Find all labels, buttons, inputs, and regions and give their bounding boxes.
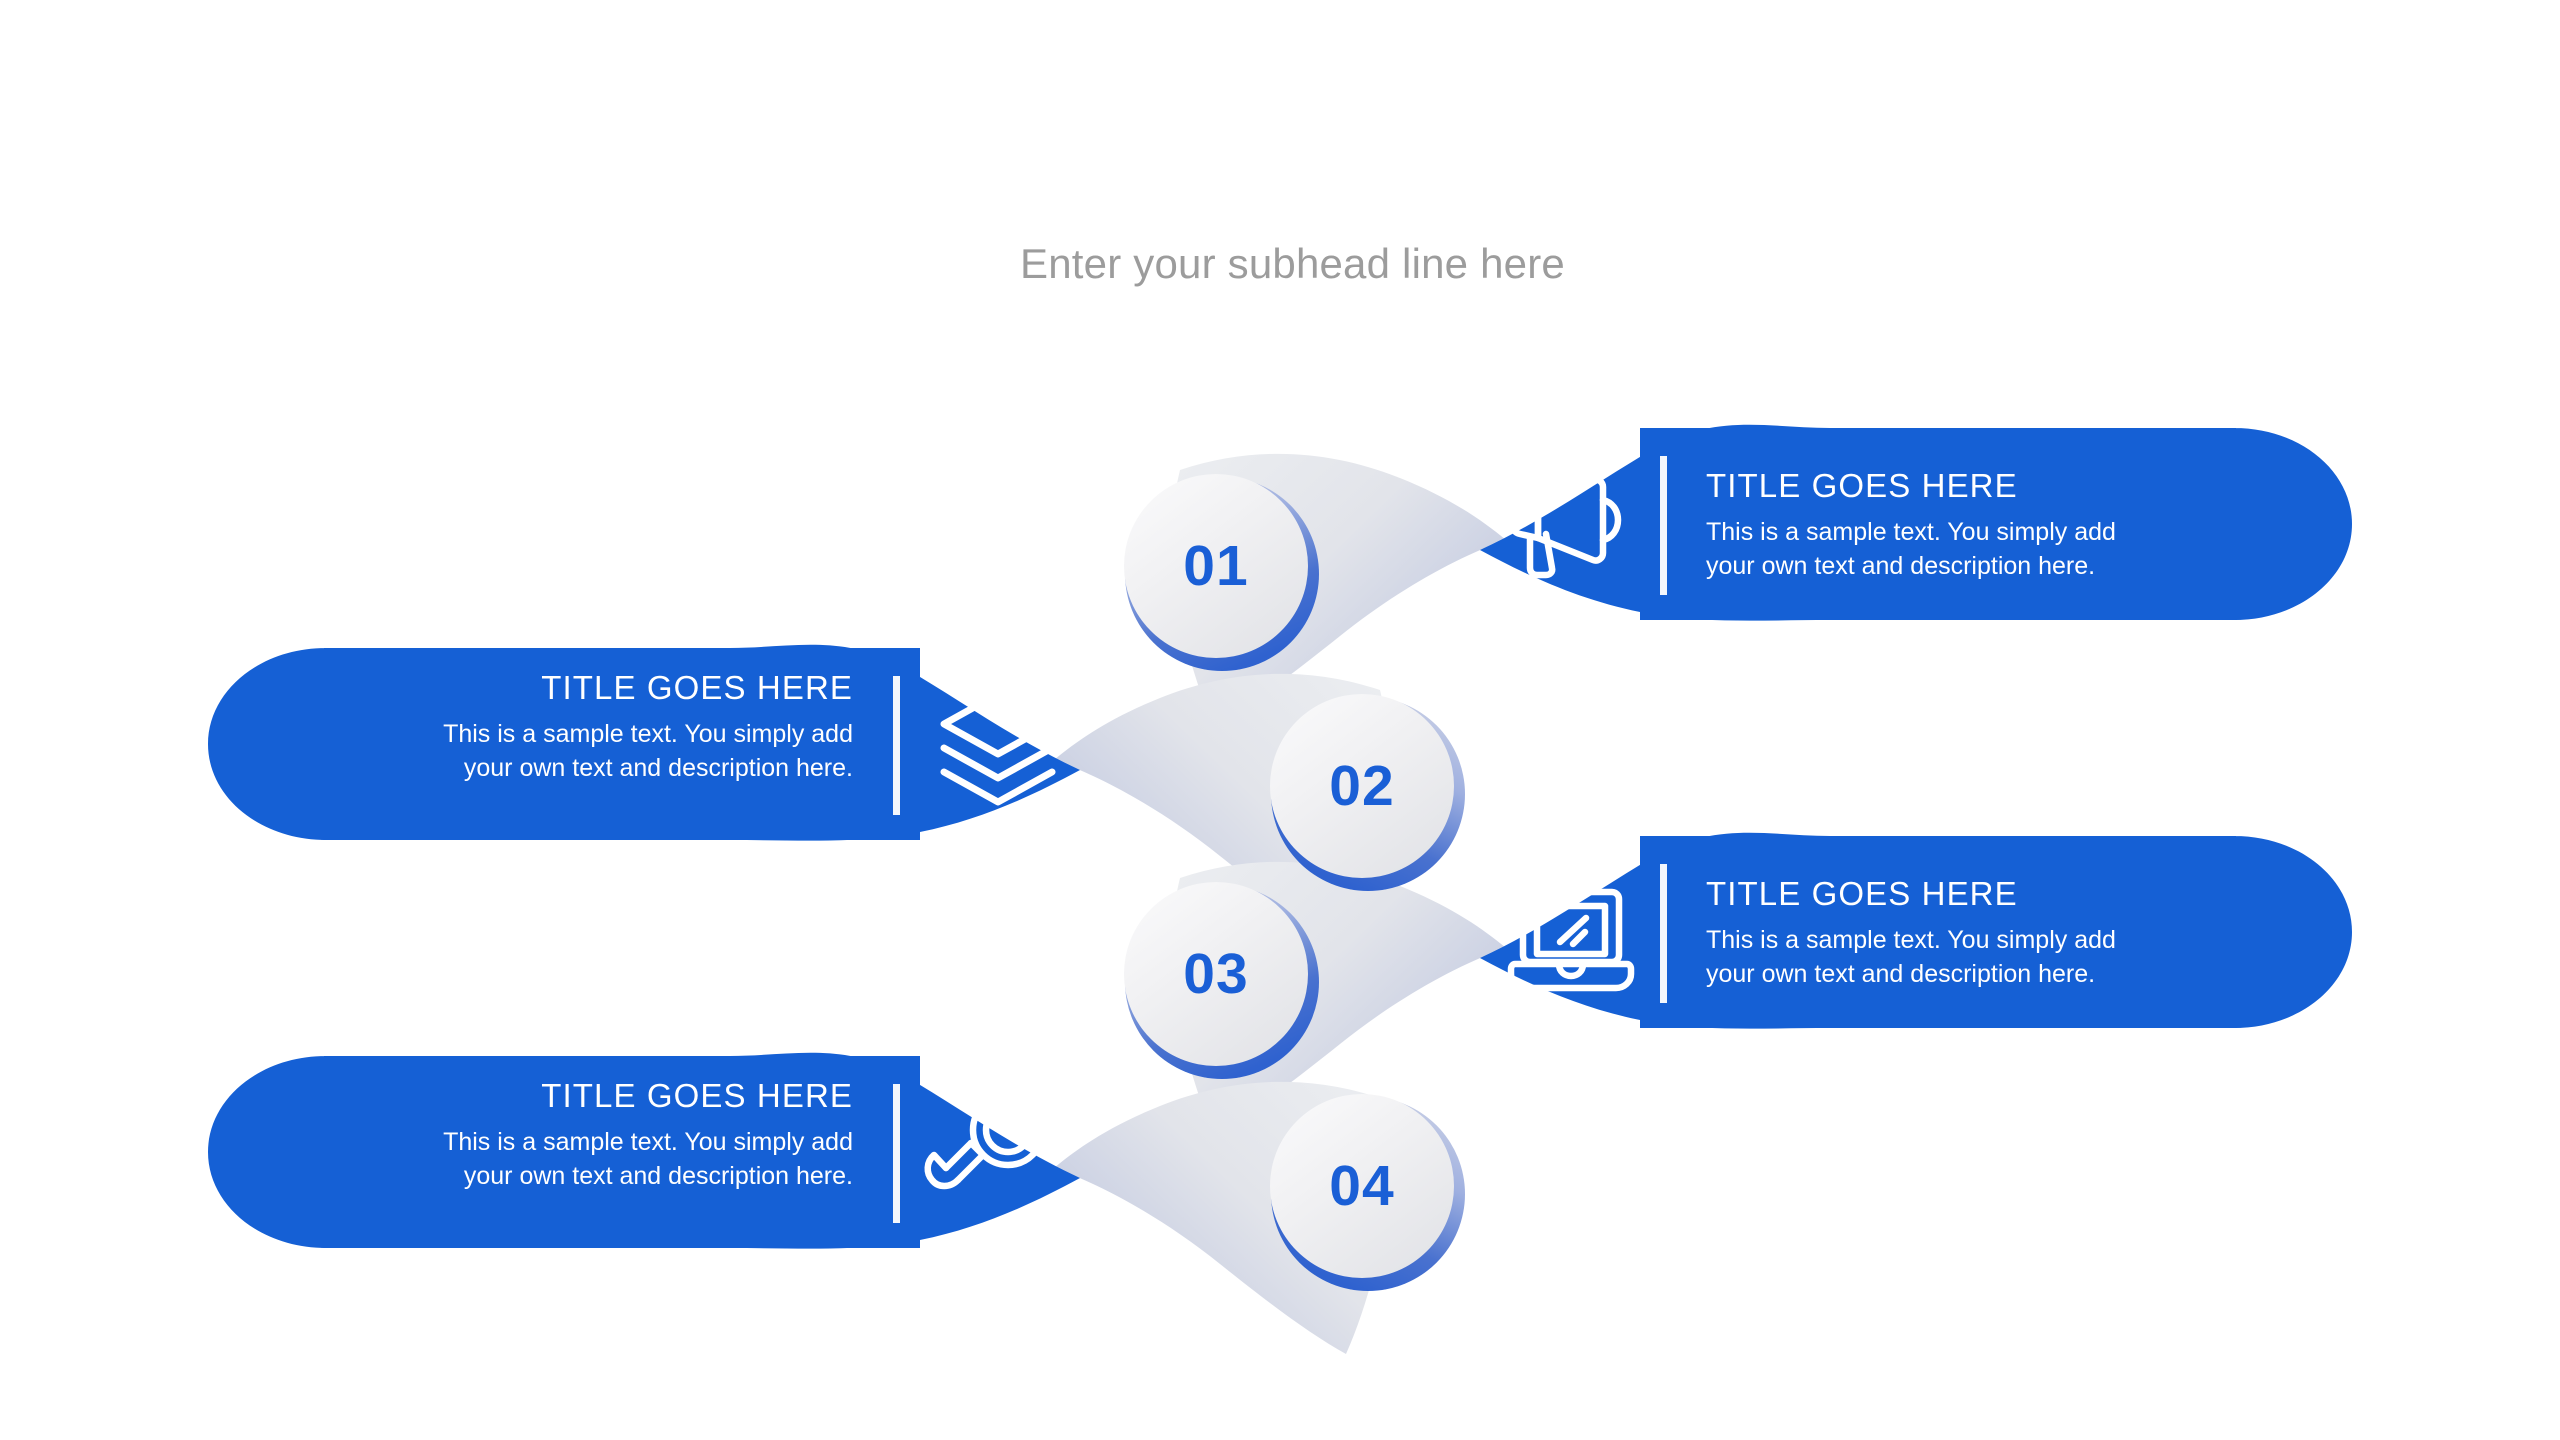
step-01-description: This is a sample text. You simply add yo… (1706, 518, 2116, 581)
step-04-description: This is a sample text. You simply add yo… (443, 1128, 853, 1191)
magnifier-icon (924, 1091, 1047, 1190)
step-number-04: 04 (1329, 1154, 1395, 1218)
step-02-title: TITLE GOES HERE (541, 669, 853, 706)
subhead-line: Enter your subhead line here (1020, 240, 1565, 287)
step-04-text-block: TITLE GOES HERE This is a sample text. Y… (368, 1077, 853, 1193)
step-03-text-block: TITLE GOES HERE This is a sample text. Y… (1706, 875, 2206, 991)
step-04-divider (893, 1084, 900, 1223)
step-01-panel-cap (2234, 428, 2352, 620)
step-01-divider (1660, 456, 1667, 595)
step-number-03: 03 (1183, 942, 1249, 1006)
step-03-divider (1660, 864, 1667, 1003)
step-01-text-block: TITLE GOES HERE This is a sample text. Y… (1706, 467, 2206, 583)
step-03-panel-cap (2234, 836, 2352, 1028)
step-01-title: TITLE GOES HERE (1706, 467, 2018, 504)
step-02-panel-cap (208, 648, 326, 840)
step-03-title: TITLE GOES HERE (1706, 875, 2018, 912)
megaphone-icon (1508, 476, 1622, 579)
step-03-panel-body (1640, 836, 2236, 1028)
step-03-description: This is a sample text. You simply add yo… (1706, 926, 2116, 989)
step-04-circle (1270, 1094, 1465, 1291)
step-02-panel-body (324, 648, 920, 840)
step-01-panel-body (1640, 428, 2236, 620)
step-02-circle (1270, 694, 1465, 891)
step-02-divider (893, 676, 900, 815)
step-02-text-block: TITLE GOES HERE This is a sample text. Y… (368, 669, 853, 785)
step-04-panel-body (324, 1056, 920, 1248)
step-number-02: 02 (1329, 754, 1395, 818)
step-04-panel-cap (208, 1056, 326, 1248)
step-03-circle (1124, 882, 1319, 1079)
step-number-01: 01 (1183, 534, 1249, 598)
step-02-description: This is a sample text. You simply add yo… (443, 720, 853, 783)
step-04-title: TITLE GOES HERE (541, 1077, 853, 1114)
layers-icon (940, 690, 1056, 806)
step-04-graphics (208, 1052, 1388, 1354)
step-01-circle (1124, 474, 1319, 671)
laptop-icon (1507, 888, 1635, 992)
